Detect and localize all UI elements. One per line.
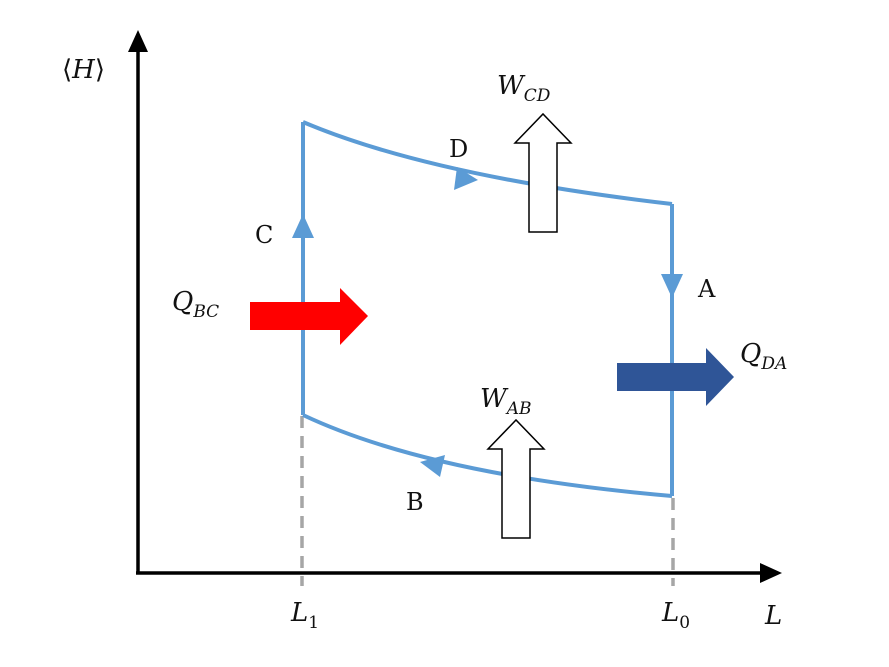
x-axis-arrowhead — [760, 563, 782, 583]
cycle-path-b — [302, 413, 673, 498]
label-d: D — [449, 135, 468, 163]
label-c: C — [255, 221, 273, 249]
direction-arrow-a — [661, 274, 683, 298]
heat-arrow-q-bc — [250, 288, 368, 345]
y-axis-label: ⟨H⟩ — [62, 55, 105, 85]
cycle-direction-arrows — [292, 167, 683, 477]
tick-label-l1: L1 — [290, 598, 319, 633]
work-arrow-w-cd — [513, 112, 573, 233]
x-axis-label: L — [764, 601, 782, 631]
work-arrow-w-ab — [486, 418, 546, 539]
axes — [128, 30, 782, 583]
direction-arrow-c — [292, 214, 314, 238]
direction-arrow-b — [420, 455, 445, 477]
y-axis-arrowhead — [128, 30, 148, 52]
label-w-cd: WCD — [497, 71, 551, 106]
label-w-ab: WAB — [480, 384, 532, 419]
label-q-da: QDA — [740, 339, 787, 374]
tick-label-l0: L0 — [661, 598, 690, 633]
label-q-bc: QBC — [172, 287, 219, 322]
label-a: A — [697, 275, 716, 303]
heat-arrow-q-da — [617, 348, 734, 406]
cycle-path-d — [302, 120, 673, 206]
direction-arrow-d — [454, 167, 478, 190]
guide-lines — [300, 416, 675, 586]
label-b: B — [406, 488, 424, 516]
